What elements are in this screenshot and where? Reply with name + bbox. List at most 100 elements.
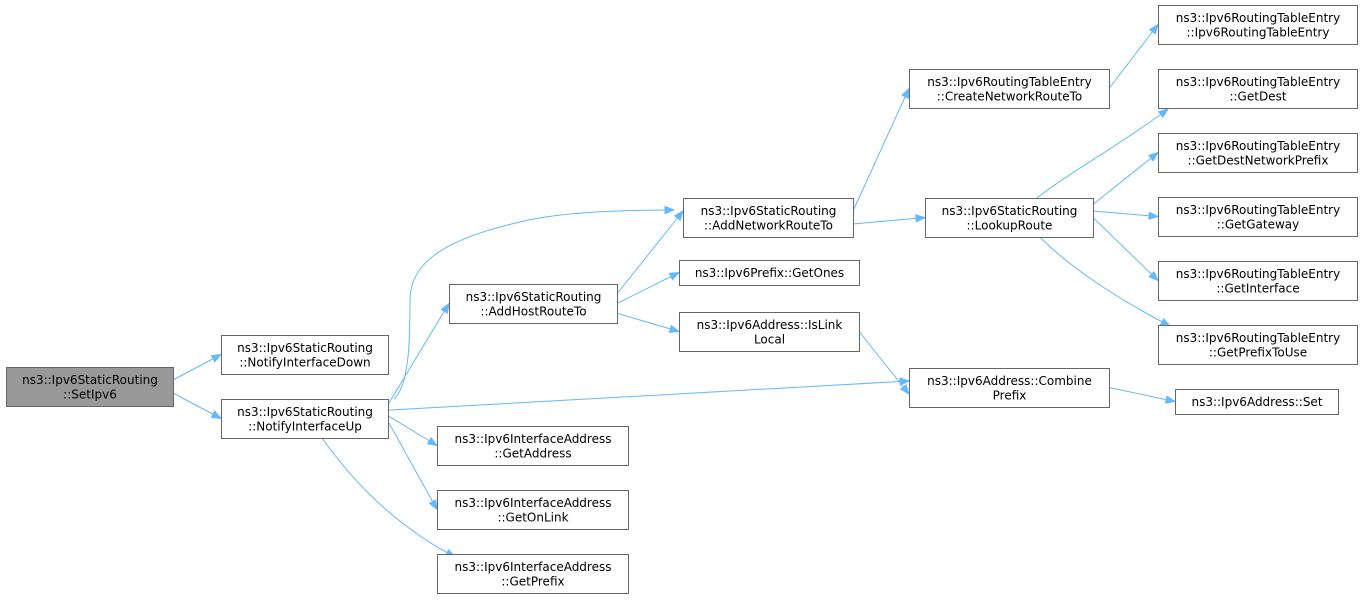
edge-addnetwork-to-lookuproute	[852, 214, 927, 225]
edge-line	[393, 209, 675, 400]
edge-line	[1036, 108, 1169, 199]
edge-line	[387, 415, 438, 446]
node-label-line: ns3::Ipv6InterfaceAddress	[455, 496, 612, 510]
edge-addnetwork-to-createnet	[852, 87, 910, 212]
node-box	[1175, 389, 1339, 415]
edge-lookuproute-to-getprefixtouse	[1039, 236, 1172, 327]
edge-line	[616, 312, 680, 332]
node-label-line: ns3::Ipv6StaticRouting	[237, 341, 373, 355]
arrowhead-icon	[899, 383, 910, 396]
edge-line	[387, 303, 450, 405]
node-getgateway[interactable]: ns3::Ipv6RoutingTableEntry::GetGateway	[1158, 197, 1358, 237]
node-label-line: ::GetOnLink	[497, 510, 568, 524]
arrowhead-icon	[1157, 108, 1170, 119]
node-rtentry[interactable]: ns3::Ipv6RoutingTableEntry::Ipv6RoutingT…	[1158, 5, 1358, 45]
node-box	[683, 198, 854, 238]
node-label-line: ::GetGateway	[1217, 217, 1299, 231]
arrowhead-icon	[668, 271, 681, 281]
node-box	[437, 490, 629, 530]
node-box	[6, 367, 174, 407]
node-getinterface[interactable]: ns3::Ipv6RoutingTableEntry::GetInterface	[1158, 261, 1358, 301]
node-label-line: Prefix	[993, 388, 1027, 402]
arrowhead-icon	[673, 209, 684, 222]
edge-lookuproute-to-getinterface	[1092, 217, 1159, 282]
edge-line	[858, 331, 910, 395]
edge-notifyup-to-addnetwork	[393, 205, 676, 400]
node-label-line: ns3::Ipv6RoutingTableEntry	[1176, 331, 1340, 345]
arrowhead-icon	[1148, 23, 1159, 35]
node-label-line: ns3::Ipv6Address::Combine	[927, 374, 1092, 388]
arrowhead-icon	[440, 302, 450, 314]
node-box	[1158, 325, 1358, 365]
node-getprefixtouse[interactable]: ns3::Ipv6RoutingTableEntry::GetPrefixToU…	[1158, 325, 1358, 365]
edge-line	[616, 210, 684, 295]
node-label-line: ns3::Ipv6RoutingTableEntry	[1176, 267, 1340, 281]
node-getdestnetprefix[interactable]: ns3::Ipv6RoutingTableEntry::GetDestNetwo…	[1158, 133, 1358, 173]
edge-line	[1092, 217, 1159, 281]
edge-lookuproute-to-getgateway	[1092, 210, 1160, 220]
edge-line	[387, 421, 438, 510]
edge-line	[387, 380, 910, 411]
node-ifgetaddress[interactable]: ns3::Ipv6InterfaceAddress::GetAddress	[437, 426, 629, 466]
node-setipv6[interactable]: ns3::Ipv6StaticRouting::SetIpv6	[6, 367, 174, 407]
arrowhead-icon	[426, 436, 439, 447]
node-box	[925, 198, 1094, 238]
node-lookuproute[interactable]: ns3::Ipv6StaticRouting::LookupRoute	[925, 198, 1094, 238]
node-createnet[interactable]: ns3::Ipv6RoutingTableEntry::CreateNetwor…	[909, 69, 1110, 109]
node-label-line: ::GetDestNetworkPrefix	[1188, 153, 1329, 167]
edge-setipv6-to-notifyup	[172, 392, 223, 420]
arrowhead-icon	[1159, 317, 1172, 327]
node-label-line: ::CreateNetworkRouteTo	[937, 89, 1083, 103]
edge-lookuproute-to-getdest	[1036, 108, 1170, 199]
edge-notifyup-to-ifgetaddress	[387, 415, 439, 447]
node-addnetwork[interactable]: ns3::Ipv6StaticRouting::AddNetworkRouteT…	[683, 198, 854, 238]
node-ifgetonlink[interactable]: ns3::Ipv6InterfaceAddress::GetOnLink	[437, 490, 629, 530]
node-box	[221, 335, 389, 375]
node-box	[909, 368, 1110, 408]
node-notifyup[interactable]: ns3::Ipv6StaticRouting::NotifyInterfaceU…	[221, 399, 389, 439]
node-addhost[interactable]: ns3::Ipv6StaticRouting::AddHostRouteTo	[449, 284, 618, 324]
nodes-layer: ns3::Ipv6StaticRouting::SetIpv6ns3::Ipv6…	[6, 5, 1358, 594]
node-label-line: ::LookupRoute	[967, 218, 1053, 232]
node-addrset[interactable]: ns3::Ipv6Address::Set	[1175, 389, 1339, 415]
node-label-line: ns3::Ipv6RoutingTableEntry	[1176, 139, 1340, 153]
node-getones[interactable]: ns3::Ipv6Prefix::GetOnes	[679, 260, 860, 286]
edge-createnet-to-rtentry	[1108, 23, 1159, 89]
node-box	[437, 554, 629, 594]
edge-line	[852, 88, 910, 212]
node-box	[1158, 261, 1358, 301]
node-label-line: ::GetPrefixToUse	[1209, 345, 1307, 359]
node-notifydown[interactable]: ns3::Ipv6StaticRouting::NotifyInterfaceD…	[221, 335, 389, 375]
arrowhead-icon	[1147, 151, 1160, 162]
node-getdest[interactable]: ns3::Ipv6RoutingTableEntry::GetDest	[1158, 69, 1358, 109]
node-box	[437, 426, 629, 466]
edge-line	[321, 437, 456, 558]
node-label-line: ::NotifyInterfaceUp	[248, 419, 362, 433]
node-box	[449, 284, 618, 324]
arrowhead-icon	[1148, 270, 1159, 282]
edge-line	[1092, 210, 1159, 217]
edge-line	[852, 217, 926, 225]
edge-lookuproute-to-getdestnetprefix	[1092, 151, 1160, 205]
node-label-line: ns3::Ipv6RoutingTableEntry	[1176, 75, 1340, 89]
edge-notifyup-to-combineprefix	[387, 377, 911, 411]
node-box	[909, 69, 1110, 109]
node-label-line: ns3::Ipv6StaticRouting	[237, 405, 373, 419]
node-box	[1158, 5, 1358, 45]
arrowhead-icon	[210, 353, 223, 363]
node-box	[679, 312, 860, 352]
node-label-line: ns3::Ipv6StaticRouting	[942, 204, 1078, 218]
edge-notifyup-to-addhost	[387, 302, 450, 405]
arrowhead-icon	[664, 205, 676, 215]
node-label-line: ns3::Ipv6Address::Set	[1191, 395, 1322, 409]
node-label-line: ns3::Ipv6InterfaceAddress	[455, 560, 612, 574]
edge-line	[1092, 152, 1159, 205]
node-ifgetprefix[interactable]: ns3::Ipv6InterfaceAddress::GetPrefix	[437, 554, 629, 594]
arrowhead-icon	[210, 410, 223, 420]
node-label-line: ns3::Ipv6RoutingTableEntry	[927, 75, 1091, 89]
edges-layer	[172, 23, 1177, 558]
edge-line	[1108, 24, 1159, 89]
